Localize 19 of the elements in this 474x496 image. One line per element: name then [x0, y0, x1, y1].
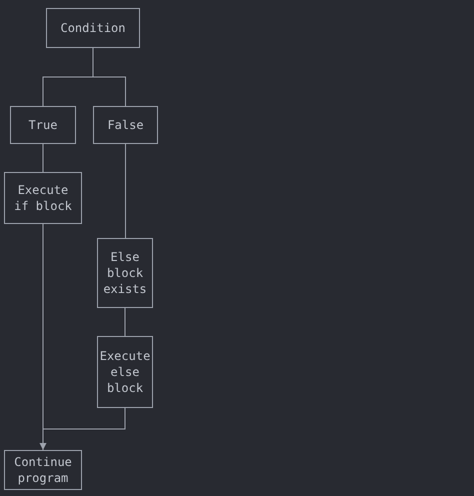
box-label: Else block exists — [102, 249, 148, 297]
box-label: False — [107, 117, 144, 133]
process-box — [10, 106, 76, 144]
box-label: True — [28, 117, 58, 133]
box-label: Condition — [60, 20, 126, 36]
arrow — [40, 408, 126, 450]
connector-line — [124, 308, 126, 336]
box-label: Continue program — [13, 454, 73, 486]
process-box — [4, 450, 82, 490]
process-box — [93, 106, 158, 144]
connector-line — [92, 48, 126, 106]
box-label: Execute if block — [13, 182, 73, 214]
process-box — [97, 336, 153, 408]
process-box — [4, 172, 82, 224]
process-box — [46, 8, 140, 48]
process-box — [97, 238, 153, 308]
connector-line — [42, 144, 44, 172]
box-label: Execute else block — [100, 348, 150, 396]
connector-line — [125, 144, 126, 238]
